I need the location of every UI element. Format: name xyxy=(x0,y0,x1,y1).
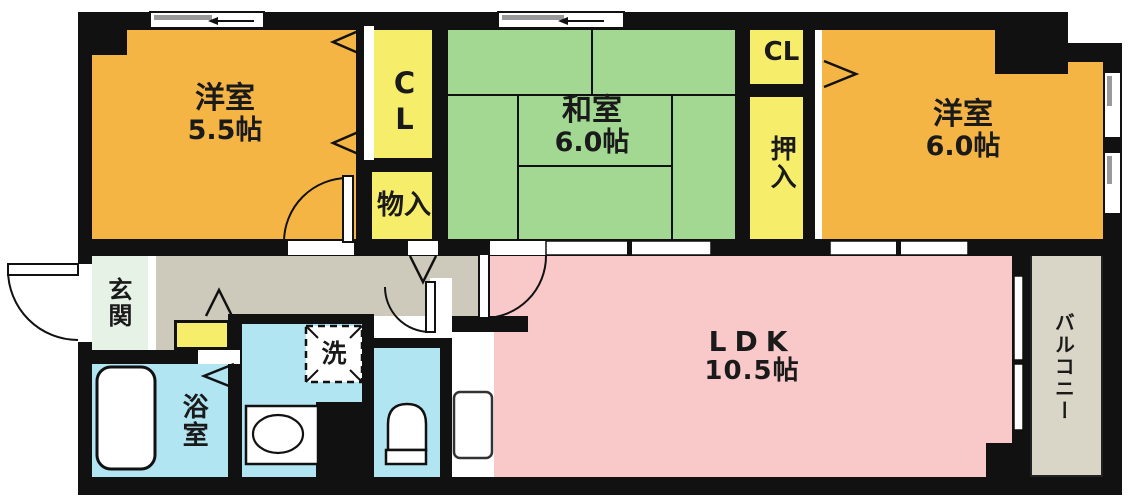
label-entrance: 玄関 xyxy=(103,277,132,329)
door-icons xyxy=(7,27,860,390)
wall-openings xyxy=(78,0,1122,364)
room-name: 洋室 xyxy=(195,81,255,116)
kitchen-counter-icon xyxy=(452,390,494,460)
label-japanese: 和室 6.0帖 xyxy=(517,94,667,158)
toilet-icon xyxy=(384,402,428,466)
room-name: LDK xyxy=(708,325,796,358)
room-ldk xyxy=(490,254,1012,477)
room-size: 6.0帖 xyxy=(925,130,1001,162)
label-storage: 物入 xyxy=(377,190,431,221)
ldk-door-icon xyxy=(478,253,547,319)
label-balcony: バルコニー xyxy=(1051,312,1076,422)
western1-door-icon xyxy=(283,175,354,243)
fixtures xyxy=(95,324,428,471)
washbasin-icon xyxy=(244,404,320,466)
label-washing-machine: 洗 xyxy=(321,339,347,368)
sliding-door-icon xyxy=(545,240,1024,431)
window-icon xyxy=(149,11,1122,215)
folding-door-icons xyxy=(200,27,860,390)
room-name: 洋室 xyxy=(933,97,993,132)
toilet-door-icon xyxy=(384,281,436,333)
entrance-door-icon xyxy=(7,263,79,341)
tatami-lines xyxy=(448,28,735,240)
label-closet-right: CL xyxy=(763,37,800,67)
label-bathroom: 浴室 xyxy=(178,393,209,449)
label-oshiire: 押入 xyxy=(766,135,797,191)
closet-left xyxy=(374,28,432,160)
balcony xyxy=(1030,254,1103,477)
room-size: 5.5帖 xyxy=(187,114,263,146)
label-ldk: LDK 10.5帖 xyxy=(672,326,832,386)
label-closet-left: CL xyxy=(387,66,422,138)
bathtub-icon xyxy=(95,365,157,471)
label-western2: 洋室 6.0帖 xyxy=(888,98,1038,162)
washing-machine-icon xyxy=(304,324,364,384)
room-western-1 xyxy=(90,26,365,242)
storage-monoire xyxy=(372,170,436,242)
entrance-genkan xyxy=(92,254,148,352)
kitchen-area xyxy=(452,332,494,477)
room-size: 10.5帖 xyxy=(704,356,800,387)
room-name: 和室 xyxy=(562,93,622,128)
label-western1: 洋室 5.5帖 xyxy=(150,82,300,146)
room-size: 6.0帖 xyxy=(554,126,630,158)
